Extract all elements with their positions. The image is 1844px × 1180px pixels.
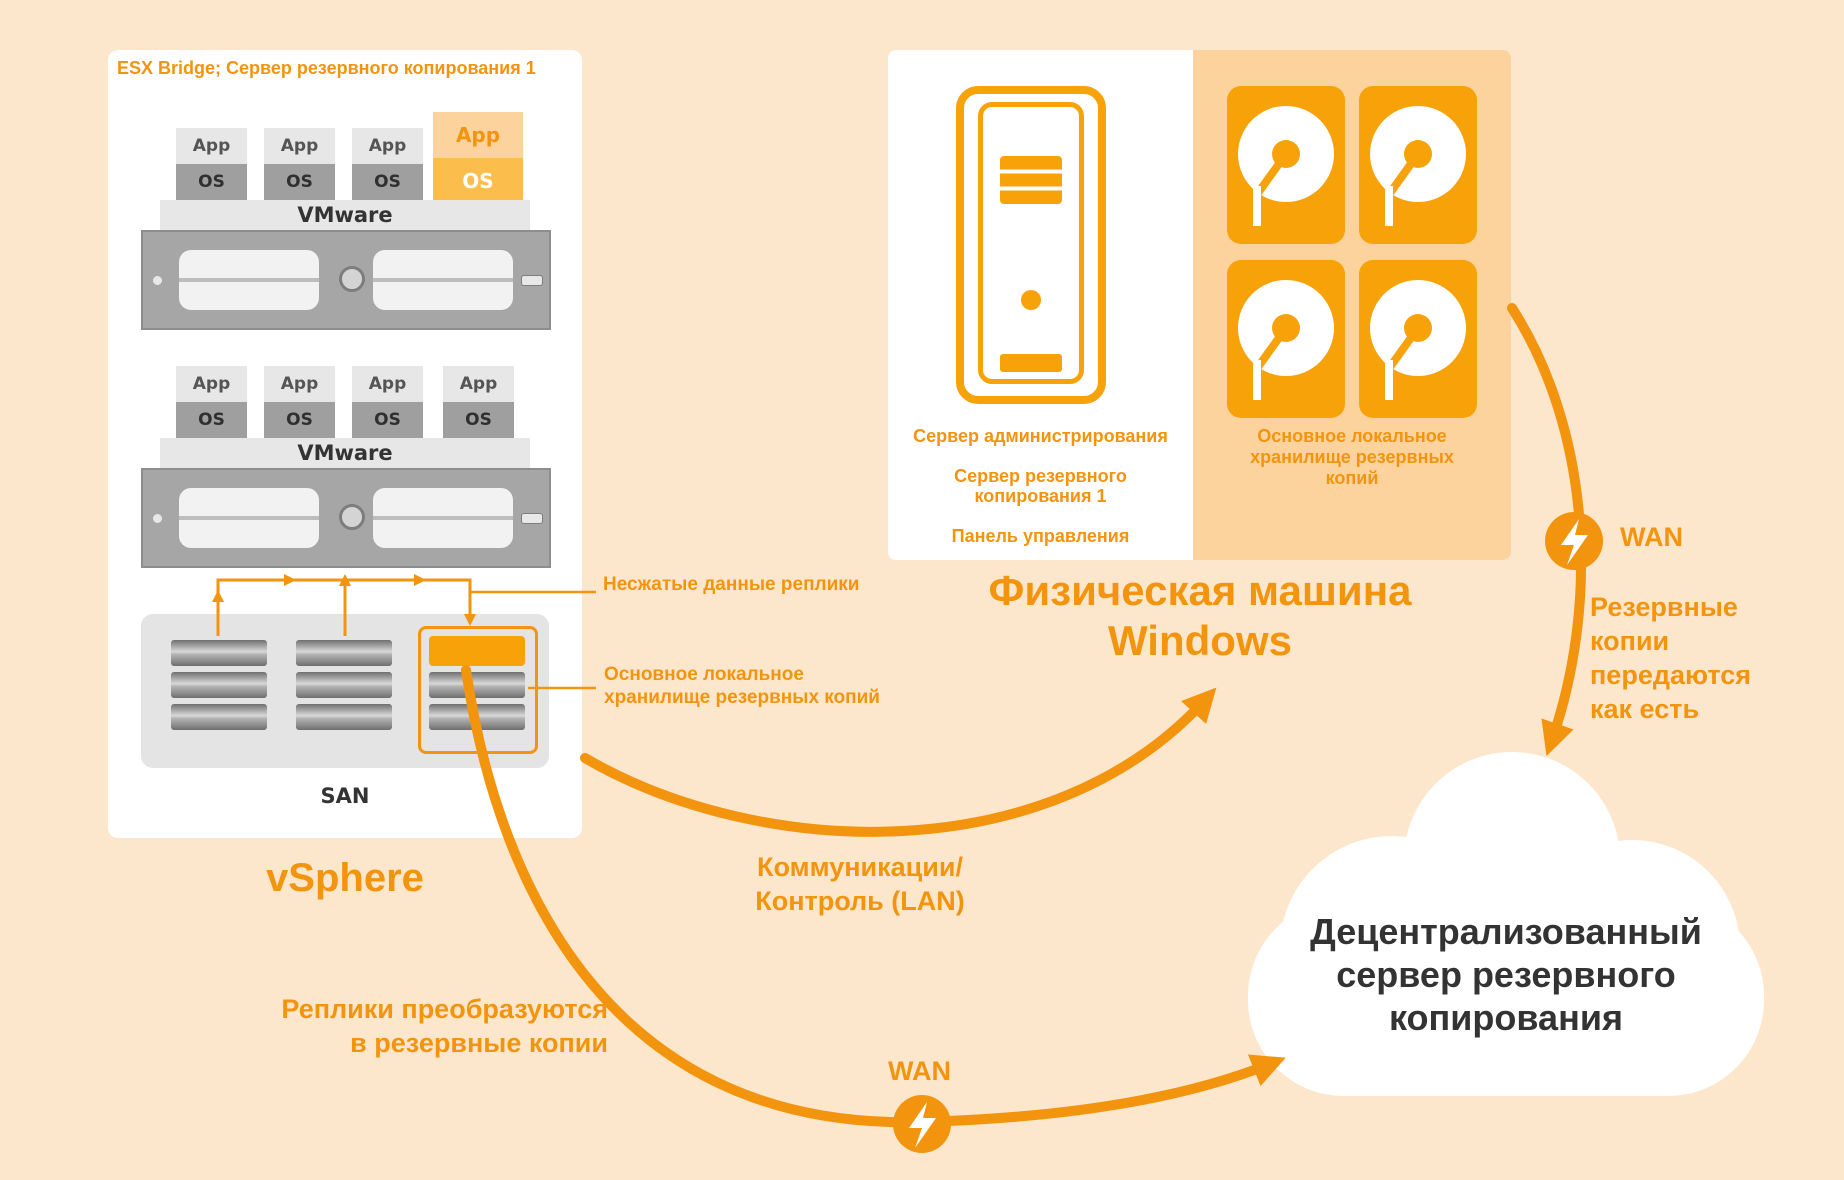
san-disk-icon (171, 704, 267, 730)
vm-app-chip: App (264, 366, 335, 402)
vm-os-chip: OS (176, 402, 247, 438)
server-drive-bay (179, 488, 319, 548)
tower-server-icon (956, 86, 1106, 404)
san-disk-icon (429, 672, 525, 698)
lan-arrow (580, 687, 1217, 837)
wan-label-bottom: WAN (888, 1056, 951, 1086)
server-drive-bay (179, 250, 319, 310)
vm-app-chip-highlighted: App (433, 112, 523, 158)
server-led-icon (153, 514, 162, 523)
storage-label: Основное локальное (1257, 426, 1447, 446)
vm-os-chip: OS (443, 402, 514, 438)
vm-app-chip: App (176, 128, 247, 164)
server-power-knob-icon (339, 266, 365, 292)
lan-label: Коммуникации/ Контроль (LAN) (755, 852, 965, 916)
cloud-label: Децентрализованный сервер резервного коп… (1310, 911, 1702, 1038)
disk-platter-icon (1238, 280, 1334, 400)
vm-os-chip: OS (264, 402, 335, 438)
vm-os-chip: OS (352, 164, 423, 200)
server-drive-bay (373, 250, 513, 310)
vm-os-chip-highlighted: OS (433, 158, 523, 204)
callout-uncompressed-text: Несжатые данные реплики (603, 574, 860, 595)
admin-server-panel: Сервер администрирования Сервер резервно… (888, 50, 1193, 560)
storage-label-line2: хранилище резервных (1250, 447, 1454, 467)
vsphere-title: vSphere (266, 856, 424, 900)
backup-server-label-line2: копирования 1 (974, 486, 1107, 506)
replica-wan-arrow (461, 665, 1286, 1128)
server-led-icon (153, 276, 162, 285)
san-label: SAN (320, 784, 370, 808)
disk-platter-icon (1370, 280, 1466, 400)
vmware-bar: VMware (160, 438, 530, 468)
vm-app-chip: App (264, 128, 335, 164)
san-disk-highlighted-icon (429, 636, 525, 666)
esx-bridge-header: ESX Bridge; Сервер резервного копировани… (117, 58, 536, 78)
storage-label-line3: копий (1325, 468, 1379, 488)
server-power-knob-icon (339, 504, 365, 530)
vm-app-chip: App (443, 366, 514, 402)
server-drive-bay (373, 488, 513, 548)
vm-os-chip: OS (264, 164, 335, 200)
cloud-shape (1248, 752, 1764, 1096)
server-slot-icon (521, 275, 543, 286)
vm-os-chip: OS (176, 164, 247, 200)
admin-server-label: Сервер администрирования (913, 426, 1168, 446)
server-slot-icon (521, 513, 543, 524)
san-disk-icon (171, 640, 267, 666)
vsphere-panel: ESX Bridge; Сервер резервного копировани… (108, 50, 582, 838)
san-disk-icon (296, 704, 392, 730)
vm-app-chip: App (352, 128, 423, 164)
callout-storage-text: Основное локальное (604, 664, 804, 685)
replicas-label: Реплики преобразуются в резервные копии (281, 994, 608, 1058)
vmware-bar: VMware (160, 200, 530, 230)
control-panel-label: Панель управления (951, 526, 1130, 546)
disk-glyphs (1238, 106, 1466, 400)
as-is-label: Резервные копии передаются как есть (1590, 592, 1752, 724)
vm-app-chip: App (176, 366, 247, 402)
wan-bolt-icon-right (1545, 512, 1603, 570)
esx-server-unit (141, 230, 551, 330)
san-disk-icon (296, 672, 392, 698)
backup-server-label: Сервер резервного (954, 466, 1127, 486)
wan-bolt-icon-bottom (893, 1095, 951, 1153)
esx-server-unit (141, 468, 551, 568)
vm-os-chip: OS (352, 402, 423, 438)
wan-label-right: WAN (1620, 522, 1683, 552)
disk-platter-icon (1370, 106, 1466, 226)
callout-storage-text-line2: хранилище резервных копий (604, 687, 880, 708)
san-disk-icon (171, 672, 267, 698)
san-box (141, 614, 549, 768)
san-disk-icon (296, 640, 392, 666)
replication-flow (212, 574, 476, 636)
windows-title: Физическая машина Windows (988, 567, 1412, 664)
disk-platter-icon (1238, 106, 1334, 226)
vm-app-chip: App (352, 366, 423, 402)
